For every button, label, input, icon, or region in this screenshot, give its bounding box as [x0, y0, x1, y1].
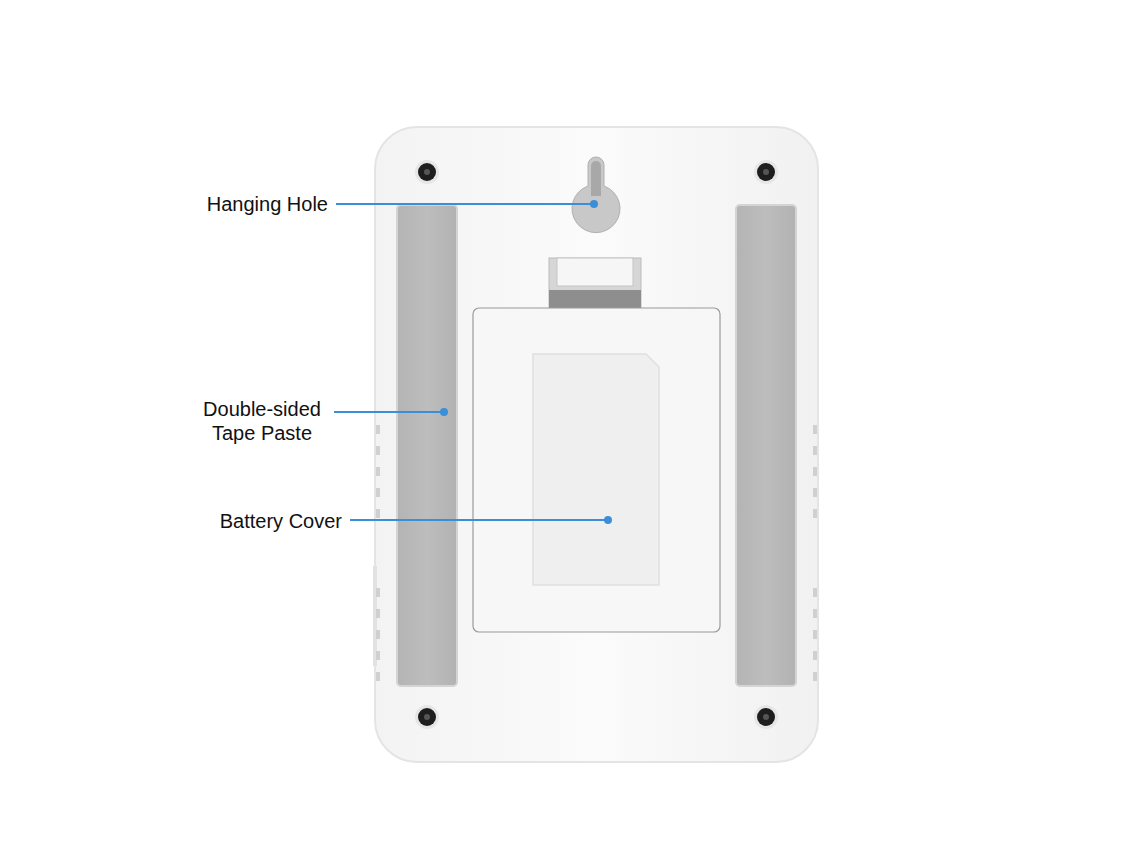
callout-label: Battery Cover: [220, 509, 342, 533]
tape-strip: [736, 205, 796, 686]
leader-lines: [334, 200, 612, 524]
screw-holes: [415, 160, 778, 729]
battery-clip: [549, 258, 641, 308]
callout-label: Hanging Hole: [207, 192, 328, 216]
battery-cover: [473, 308, 720, 632]
battery-label-area: [533, 354, 659, 585]
callout-label: Double-sided Tape Paste: [197, 397, 327, 445]
housing: [375, 127, 818, 762]
hanging-hole: [572, 157, 620, 233]
tape-strip: [397, 205, 457, 686]
